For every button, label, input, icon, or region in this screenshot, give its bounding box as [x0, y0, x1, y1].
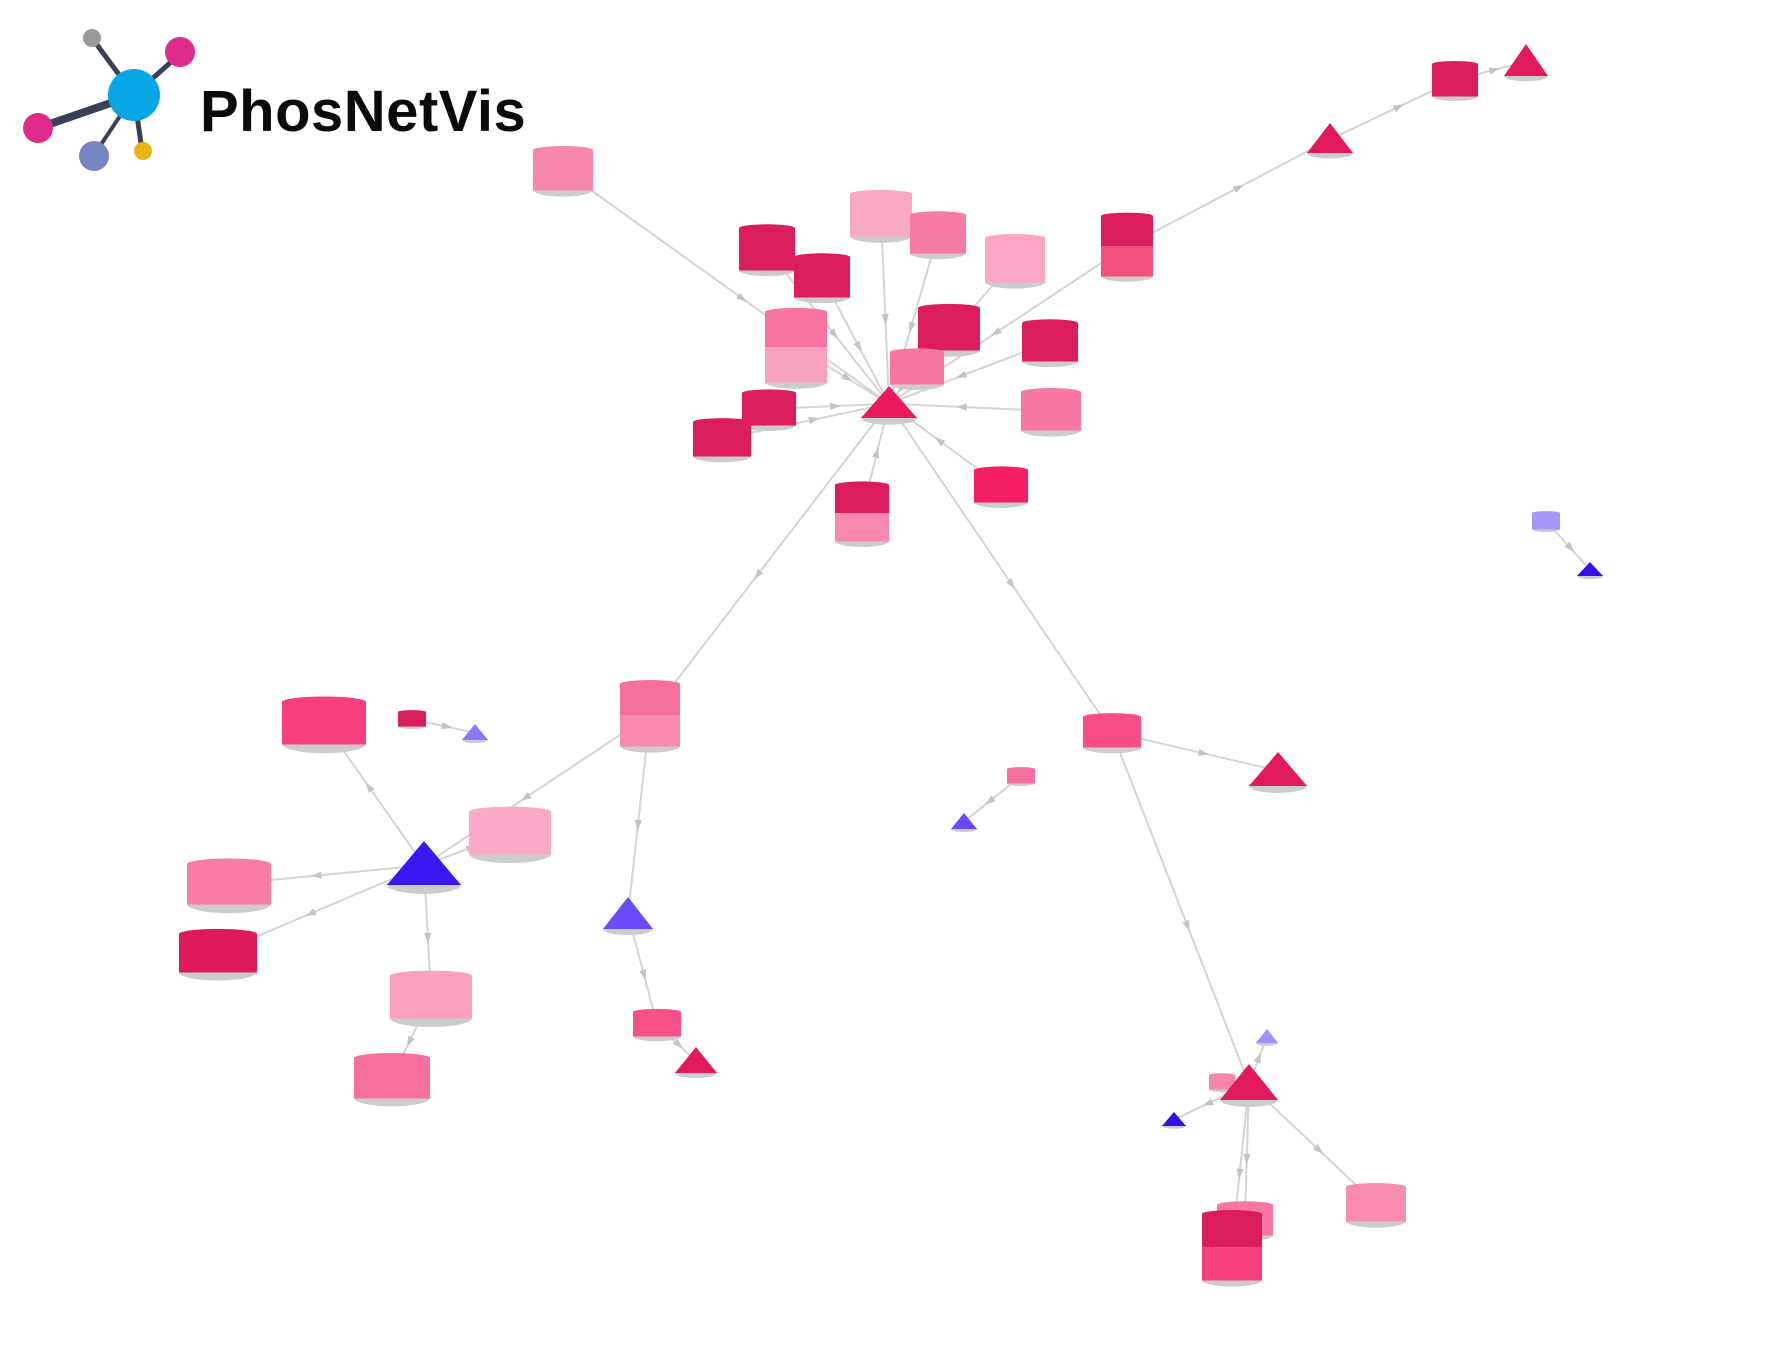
node-br_blue-cone[interactable]	[1162, 1112, 1186, 1129]
node-lm-cylinder[interactable]	[620, 680, 680, 753]
edge-arrow-icon	[1197, 748, 1210, 756]
node-far_cyl-cylinder[interactable]	[1532, 511, 1560, 533]
edge-arrow-icon	[934, 437, 946, 447]
edge-arrow-icon	[305, 908, 317, 916]
edge-arrow-icon	[1005, 578, 1016, 590]
node-c7-cylinder[interactable]	[765, 307, 827, 389]
edge-arrow-icon	[955, 403, 967, 411]
node-bl4-cylinder[interactable]	[187, 858, 271, 914]
node-bl_tri-cone[interactable]	[387, 841, 461, 894]
edge-arrow-icon	[841, 372, 853, 382]
edge-c2-hub	[880, 214, 890, 404]
node-c3-cylinder[interactable]	[910, 211, 966, 260]
node-bl3-cylinder[interactable]	[469, 806, 551, 864]
edge-arrow-icon	[1253, 1052, 1262, 1064]
node-c1-cylinder[interactable]	[533, 146, 593, 197]
edge-arrow-icon	[984, 795, 996, 805]
edge-hub-lm	[649, 402, 890, 716]
edge-arrow-icon	[908, 321, 916, 334]
edge-arrow-icon	[808, 417, 820, 425]
node-mid_tri-cone[interactable]	[603, 897, 653, 935]
edge-arrow-icon	[634, 819, 642, 831]
node-bl1-cylinder[interactable]	[282, 696, 366, 754]
node-rm-cylinder[interactable]	[1083, 713, 1141, 754]
node-cs_tri-cone[interactable]	[951, 813, 977, 833]
node-br_small-cylinder[interactable]	[1209, 1073, 1235, 1092]
node-c9-cylinder[interactable]	[1101, 212, 1153, 282]
edge-arrow-icon	[830, 402, 841, 410]
node-c5-cylinder[interactable]	[739, 224, 795, 277]
edge-c9-tr1	[1126, 138, 1331, 247]
edge-c1-hub	[562, 169, 890, 405]
node-br_tri-cone[interactable]	[1220, 1064, 1278, 1107]
edge-arrow-icon	[1312, 1143, 1324, 1155]
edge-arrow-icon	[1243, 1153, 1251, 1165]
edge-rm-br_tri	[1111, 731, 1250, 1085]
edge-arrow-icon	[424, 932, 432, 944]
edge-arrow-icon	[365, 782, 375, 793]
nodes-layer	[179, 44, 1603, 1287]
node-bl6-cylinder[interactable]	[390, 970, 472, 1028]
node-bl7-cylinder[interactable]	[354, 1052, 430, 1107]
edge-arrow-icon	[991, 327, 1003, 336]
node-c4-cylinder[interactable]	[985, 234, 1045, 289]
node-c8-cylinder[interactable]	[918, 303, 980, 357]
node-c11-cylinder[interactable]	[890, 348, 944, 390]
node-rm_tri-cone[interactable]	[1249, 752, 1307, 793]
node-br_stack-cylinder[interactable]	[1202, 1210, 1262, 1287]
edge-arrow-icon	[441, 722, 453, 730]
node-br_pink-cylinder[interactable]	[1346, 1183, 1406, 1228]
node-c12-cylinder[interactable]	[742, 389, 796, 431]
edge-arrow-icon	[1182, 919, 1190, 932]
node-c14-cylinder[interactable]	[1021, 388, 1081, 437]
edge-arrow-icon	[406, 1035, 415, 1047]
edge-arrow-icon	[520, 791, 532, 801]
edge-hub-rm	[888, 403, 1113, 733]
edge-arrow-icon	[1392, 104, 1405, 113]
node-c16-cylinder[interactable]	[835, 481, 889, 547]
node-bl5-cylinder[interactable]	[179, 928, 257, 981]
node-hub-cone[interactable]	[861, 386, 917, 425]
edge-arrow-icon	[736, 292, 748, 302]
node-cs-cylinder[interactable]	[1007, 767, 1035, 787]
edge-arrow-icon	[828, 328, 838, 339]
edge-arrow-icon	[853, 340, 862, 352]
edge-arrow-icon	[881, 313, 889, 325]
edge-arrow-icon	[872, 447, 880, 459]
edge-arrow-icon	[753, 568, 764, 580]
node-tr2-cone[interactable]	[1504, 44, 1548, 82]
edge-arrow-icon	[1488, 67, 1500, 75]
node-tr1-cone[interactable]	[1307, 123, 1353, 159]
app-title: PhosNetVis	[200, 79, 527, 144]
edge-arrow-icon	[1236, 1168, 1244, 1180]
edge-lm-bl_tri	[423, 714, 651, 867]
node-bl2t-cone[interactable]	[462, 724, 488, 744]
edge-arrow-icon	[1232, 184, 1244, 193]
node-br_lav-cone[interactable]	[1256, 1029, 1278, 1046]
edge-arrow-icon	[1564, 541, 1575, 553]
edge-c5-hub	[766, 248, 890, 405]
edge-arrow-icon	[955, 370, 968, 379]
node-c6-cylinder[interactable]	[794, 253, 850, 304]
node-c2-cylinder[interactable]	[850, 189, 912, 243]
edge-arrow-icon	[639, 969, 647, 981]
node-mid_cone-cone[interactable]	[675, 1047, 717, 1079]
edge-arrow-icon	[310, 871, 322, 879]
logo-graph-icon	[23, 29, 195, 171]
edge-arrow-icon	[672, 1038, 683, 1049]
node-mid_cyl-cylinder[interactable]	[633, 1008, 681, 1042]
phosnetvis-logo	[23, 29, 195, 171]
node-bl2-cylinder[interactable]	[398, 710, 426, 730]
node-c15-cylinder[interactable]	[974, 466, 1028, 508]
edge-arrow-icon	[1202, 1098, 1214, 1107]
node-c13-cylinder[interactable]	[693, 418, 751, 463]
node-c10-cylinder[interactable]	[1022, 319, 1078, 368]
node-tr3-cylinder[interactable]	[1432, 60, 1478, 102]
node-far_tri-cone[interactable]	[1577, 562, 1603, 580]
